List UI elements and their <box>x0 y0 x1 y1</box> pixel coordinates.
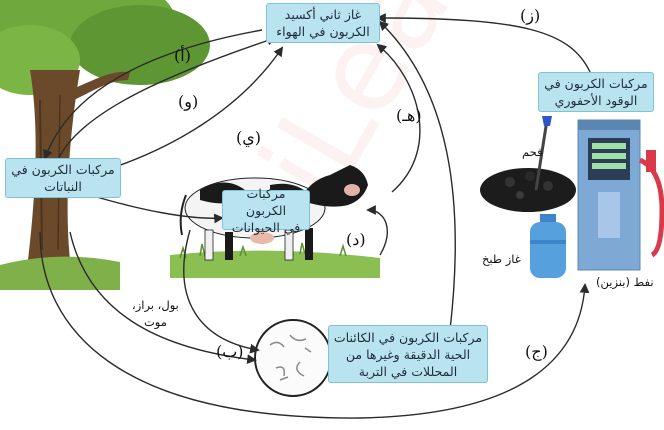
oil-label: نفط (بنزين) <box>596 275 654 289</box>
soil-line-1: مركبات الكربون في الكائنات <box>333 329 483 345</box>
soil-line-2: الحية الدقيقة وغيرها من <box>345 346 471 362</box>
gas-cylinder-illustration <box>530 214 566 278</box>
soil-microbe-circle <box>254 319 332 397</box>
arrow-tag-d: (د) <box>346 230 366 249</box>
arrow-plants-to-soil <box>69 231 257 364</box>
grass-illustration <box>170 242 380 278</box>
arrow-tag-z: (ز) <box>520 6 541 25</box>
plants-box: مركبات الكربون في النباتات <box>5 158 121 198</box>
arrow-air-to-plants <box>43 29 263 160</box>
waste-label: بول، براز، موت <box>132 297 179 331</box>
plants-line-1: مركبات الكربون في <box>11 162 115 177</box>
animals-box: مركبات الكربون في الحيوانات <box>222 186 310 235</box>
plants-line-2: النباتات <box>44 179 82 194</box>
arrow-animals-to-air <box>376 43 421 193</box>
arrow-animals-to-soil <box>183 229 260 354</box>
soil-organisms-box: مركبات الكربون في الكائنات الحية الدقيقة… <box>328 325 488 383</box>
arrow-tag-b: (ب) <box>216 342 244 361</box>
soil-line-3: المحللات في التربة <box>358 363 458 379</box>
coal-label: فحم <box>522 145 543 159</box>
tree-illustration <box>0 0 210 290</box>
arrow-plants-to-air <box>57 35 277 161</box>
waste-line-2: موت <box>143 315 167 329</box>
air-co2-line-1: غاز ثاني أكسيد <box>284 7 362 22</box>
arrow-plants-to-fossil <box>39 231 590 419</box>
fossil-line-1: مركبات الكربون في <box>544 76 648 91</box>
arrow-tag-c: (ج) <box>525 342 548 361</box>
arrow-fossil-to-air <box>376 13 591 73</box>
arrow-plants-to-animals <box>89 194 224 224</box>
arrow-tag-e: (هـ) <box>396 106 422 125</box>
air-co2-box: غاز ثاني أكسيد الكربون في الهواء <box>266 3 380 43</box>
air-co2-line-2: الكربون في الهواء <box>276 24 370 39</box>
arrow-soil-to-air <box>378 20 456 331</box>
waste-line-1: بول، براز، <box>132 298 179 312</box>
arrow-animals-loop <box>366 205 389 256</box>
arrow-plants-to-air-y <box>99 46 284 173</box>
animals-line-2: في الحيوانات <box>231 219 301 235</box>
animals-line-1: مركبات الكربون <box>245 185 287 218</box>
arrow-tag-w: (و) <box>178 92 199 111</box>
fossil-fuel-box: مركبات الكربون في الوقود الأحفوري <box>538 72 654 112</box>
arrows <box>39 13 591 419</box>
coal-illustration <box>480 116 576 212</box>
arrow-tag-y: (ي) <box>236 128 262 147</box>
cooking-gas-label: غاز طبخ <box>482 252 521 266</box>
fuel-pump-illustration <box>577 119 664 271</box>
arrow-tag-a: (أ) <box>174 46 191 65</box>
fossil-line-2: الوقود الأحفوري <box>554 93 638 108</box>
